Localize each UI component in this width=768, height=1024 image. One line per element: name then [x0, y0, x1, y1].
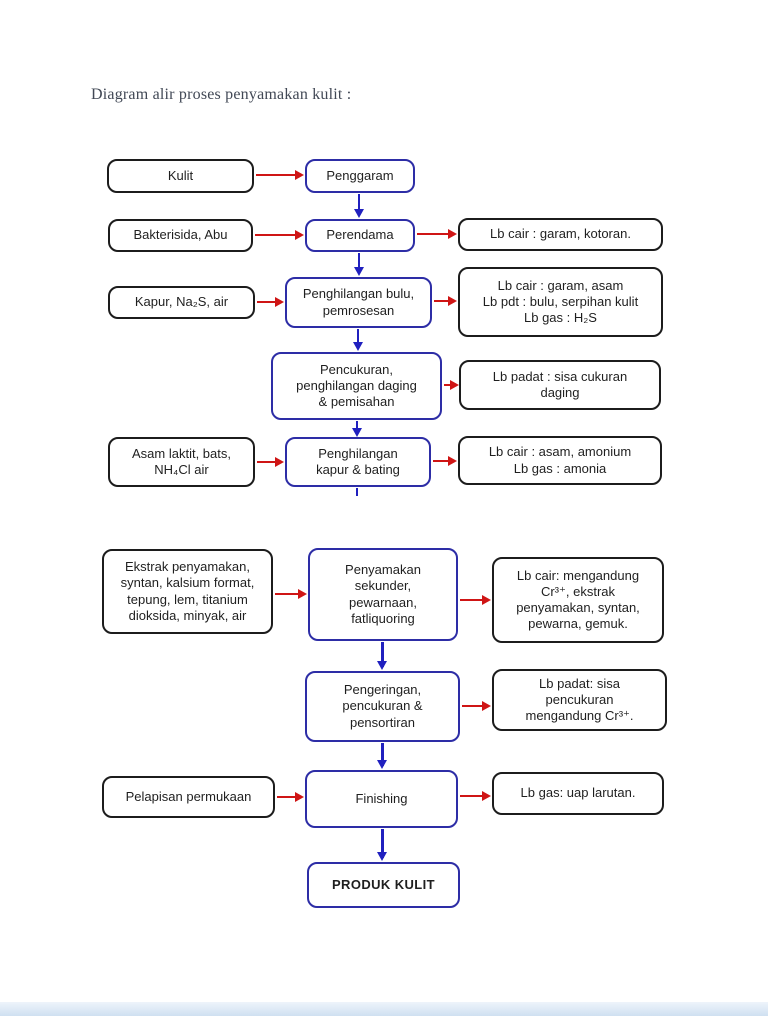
- arrow-perendama-penghilanganbulu: [354, 253, 364, 276]
- arrow-pencukuran-penghilangankapur: [352, 421, 362, 437]
- arrow-pengeringan-limbah: [462, 701, 491, 711]
- arrow-pencukuran-limbah: [444, 380, 459, 390]
- arrow-pengeringan-finishing: [377, 743, 387, 769]
- node-bakterisida: Bakterisida, Abu: [108, 219, 253, 252]
- node-perendama: Perendama: [305, 219, 415, 252]
- arrow-kapur-penghilanganbulu: [257, 297, 284, 307]
- node-produk-kulit: PRODUK KULIT: [307, 862, 460, 908]
- node-limbah-sisa-cukuran: Lb padat : sisa cukuran daging: [459, 360, 661, 410]
- node-pengeringan: Pengeringan, pencukuran & pensortiran: [305, 671, 460, 742]
- arrow-ekstrak-penyamakan: [275, 589, 307, 599]
- node-limbah-uap: Lb gas: uap larutan.: [492, 772, 664, 815]
- arrow-penyamakan-pengeringan: [377, 642, 387, 670]
- arrow-penggaram-perendama: [354, 194, 364, 218]
- page-title: Diagram alir proses penyamakan kulit :: [91, 86, 352, 103]
- footer-accent-bar: [0, 1002, 768, 1016]
- node-limbah-asam-amonium: Lb cair : asam, amonium Lb gas : amonia: [458, 436, 662, 485]
- node-pelapisan: Pelapisan permukaan: [102, 776, 275, 818]
- node-finishing: Finishing: [305, 770, 458, 828]
- node-penghilangan-bulu: Penghilangan bulu, pemrosesan: [285, 277, 432, 328]
- arrow-bakterisida-perendama: [255, 230, 304, 240]
- node-kulit: Kulit: [107, 159, 254, 193]
- line-penghilangankapur-stub: [356, 488, 358, 496]
- arrow-penyamakan-limbah: [460, 595, 491, 605]
- node-penggaram: Penggaram: [305, 159, 415, 193]
- arrow-penghilanganbulu-limbah: [434, 296, 457, 306]
- node-penghilangan-kapur: Penghilangan kapur & bating: [285, 437, 431, 487]
- node-limbah-cr: Lb cair: mengandung Cr³⁺, ekstrak penyam…: [492, 557, 664, 643]
- node-kapur: Kapur, Na₂S, air: [108, 286, 255, 319]
- node-ekstrak: Ekstrak penyamakan, syntan, kalsium form…: [102, 549, 273, 634]
- arrow-penghilangankapur-limbah: [433, 456, 457, 466]
- arrow-pelapisan-finishing: [277, 792, 304, 802]
- node-limbah-garam-asam: Lb cair : garam, asam Lb pdt : bulu, ser…: [458, 267, 663, 337]
- node-limbah-padat-cr: Lb padat: sisa pencukuran mengandung Cr³…: [492, 669, 667, 731]
- arrow-finishing-limbah: [460, 791, 491, 801]
- arrow-kulit-penggaram: [256, 170, 304, 180]
- arrow-asam-penghilangankapur: [257, 457, 284, 467]
- node-limbah-garam-kotoran: Lb cair : garam, kotoran.: [458, 218, 663, 251]
- node-penyamakan: Penyamakan sekunder, pewarnaan, fatliquo…: [308, 548, 458, 641]
- arrow-perendama-limbah: [417, 229, 457, 239]
- arrow-penghilanganbulu-pencukuran: [353, 329, 363, 351]
- node-pencukuran: Pencukuran, penghilangan daging & pemisa…: [271, 352, 442, 420]
- arrow-finishing-produk: [377, 829, 387, 861]
- node-asam-laktit: Asam laktit, bats, NH₄Cl air: [108, 437, 255, 487]
